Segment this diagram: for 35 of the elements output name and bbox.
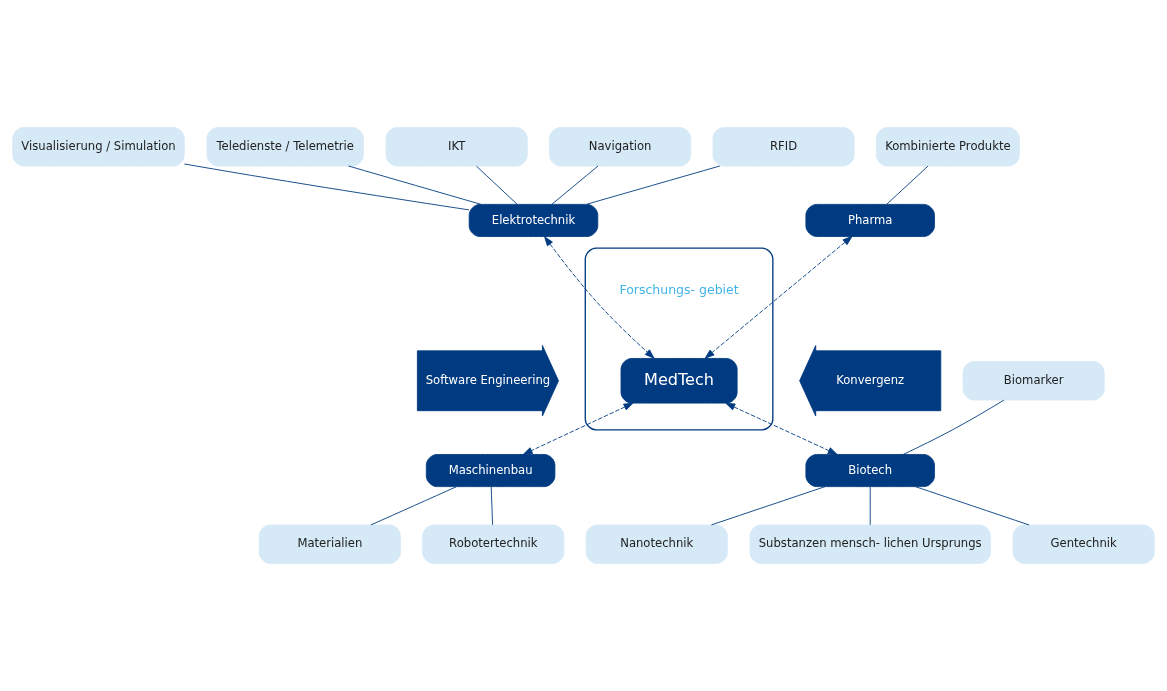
node-box: Elektrotechnik	[468, 203, 599, 237]
connector	[902, 399, 1005, 455]
node-box: Substanzen mensch- lichen Ursprungs	[749, 524, 991, 564]
arrow	[704, 236, 853, 359]
connector	[490, 486, 494, 526]
node-box: Nanotechnik	[585, 524, 728, 564]
arrow	[522, 402, 634, 455]
cluster	[584, 247, 774, 431]
connector	[886, 165, 929, 205]
node-box: IKT	[385, 127, 528, 167]
node-box: Pharma	[805, 203, 935, 237]
connector	[348, 165, 482, 205]
arrow	[725, 402, 838, 455]
connector	[586, 165, 721, 205]
node-box: Robotertechnik	[422, 524, 565, 564]
node-box: Biotech	[805, 454, 935, 488]
node-box: Navigation	[549, 127, 692, 167]
connector	[476, 165, 518, 205]
connector	[869, 486, 871, 526]
node-box: Biomarker	[962, 361, 1105, 401]
connector	[184, 163, 470, 211]
node-box: Materialien	[258, 524, 401, 564]
connector	[915, 486, 1030, 526]
node-box: Gentechnik	[1012, 524, 1155, 564]
arrow	[544, 236, 655, 359]
node-box: RFID	[712, 127, 855, 167]
node-box: Kombinierte Produkte	[876, 127, 1020, 167]
node-box: Teledienste / Telemetrie	[206, 127, 364, 167]
node-box: Maschinenbau	[425, 454, 556, 488]
connector	[710, 486, 826, 526]
label: Forschungs- gebiet	[619, 282, 739, 298]
node-box: MedTech	[620, 358, 738, 404]
connector	[370, 486, 457, 526]
connector	[551, 165, 599, 205]
node-box: Visualisierung / Simulation	[12, 127, 185, 167]
